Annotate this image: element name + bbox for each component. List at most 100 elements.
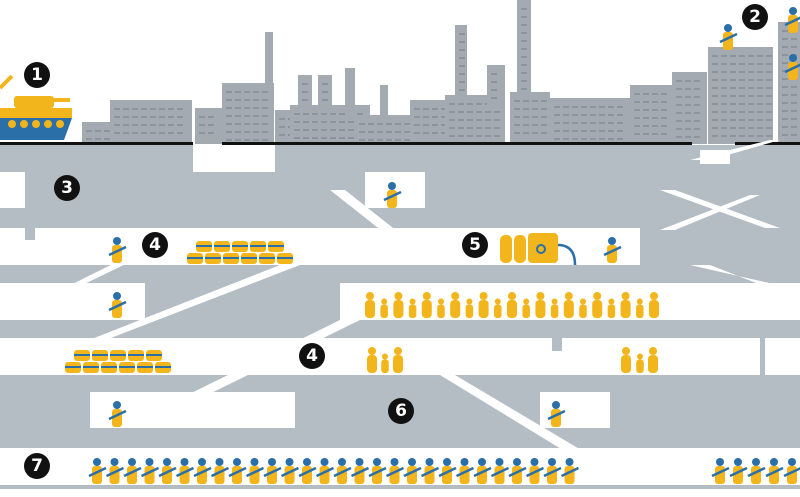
helmet [285, 458, 294, 466]
soldier-icon [455, 458, 475, 484]
tank-icon [0, 74, 72, 140]
head [564, 292, 573, 300]
building-window [782, 118, 788, 120]
ramp [330, 190, 440, 265]
soldier-icon [108, 237, 127, 263]
building-window [634, 109, 640, 111]
building-window [177, 116, 183, 118]
head [523, 298, 530, 305]
head [637, 353, 643, 360]
building-window [494, 135, 500, 137]
building-window [757, 127, 763, 129]
building-window [322, 99, 328, 101]
building-window [581, 138, 587, 140]
rifle [123, 466, 142, 478]
civilian-icon [393, 292, 404, 318]
building-window [441, 116, 447, 118]
building-window [321, 137, 327, 139]
civilian-body [381, 359, 389, 373]
building-window [739, 119, 745, 121]
building-window [339, 129, 345, 131]
building-window [541, 100, 547, 102]
building-window [279, 118, 285, 120]
civilian-body [535, 300, 546, 318]
building-window [661, 93, 667, 95]
building-window [563, 106, 569, 108]
building-window [730, 127, 736, 129]
building-window [514, 124, 520, 126]
building-window [782, 78, 788, 80]
civilian-icon [380, 298, 388, 318]
building-window [617, 138, 623, 140]
soldier-icon [438, 458, 457, 484]
building-window [348, 137, 354, 139]
soldier-icon [473, 458, 492, 484]
generator-dial [536, 244, 546, 254]
building-window [791, 94, 797, 96]
building-window [459, 73, 465, 75]
building-window [748, 71, 754, 73]
building-window [572, 130, 578, 132]
building-window [685, 80, 691, 82]
building-window [730, 55, 736, 57]
building-window [244, 139, 250, 141]
marker-4-upper: 4 [142, 232, 168, 258]
building-window [694, 80, 700, 82]
industrial-skyline [0, 0, 800, 145]
building-window [226, 139, 232, 141]
building-window [694, 96, 700, 98]
generator-fuel-icon [500, 233, 577, 266]
building-window [312, 113, 318, 115]
civilian-icon [393, 347, 403, 373]
building-window [791, 134, 797, 136]
building-window [226, 99, 232, 101]
helmet [233, 458, 241, 466]
building [110, 100, 192, 144]
building-window [459, 57, 465, 59]
building-window [132, 124, 138, 126]
soldier-icon [747, 458, 766, 484]
building-window [730, 119, 736, 121]
building-window [563, 130, 569, 132]
building-window [643, 101, 649, 103]
ammunition-stack-icon [65, 350, 171, 373]
soldier-icon [105, 458, 125, 484]
helmet [250, 458, 259, 466]
building-window [208, 124, 214, 126]
helmet [724, 24, 732, 32]
tank-wheel [8, 120, 16, 128]
building-window [721, 127, 727, 129]
head [438, 298, 444, 305]
building-window [590, 122, 596, 124]
building-window [766, 87, 772, 89]
building-window [563, 138, 569, 140]
rifle [719, 32, 738, 44]
rifle [547, 409, 566, 421]
building-window [572, 138, 578, 140]
building-window [581, 106, 587, 108]
ammo-crate-band [196, 245, 212, 247]
building-window [199, 124, 205, 126]
civilian-body [563, 300, 574, 318]
civilian-icon [592, 292, 603, 318]
civilian-body [408, 304, 417, 318]
generator [528, 233, 558, 263]
building-window [458, 135, 464, 137]
building-window [791, 46, 797, 48]
building-window [599, 122, 605, 124]
support-pillar [552, 338, 562, 351]
support-pillar [25, 228, 35, 240]
building-window [712, 119, 718, 121]
soldier-icon [88, 458, 107, 484]
building-window [563, 114, 569, 116]
building-window [491, 81, 497, 83]
building-window [386, 139, 392, 141]
building-window [739, 87, 745, 89]
building-window [168, 116, 174, 118]
civilian-icon [620, 292, 631, 318]
head [394, 292, 403, 300]
building-window [554, 138, 560, 140]
building-window [748, 87, 754, 89]
ammo-crate-band [223, 257, 239, 259]
soldier-icon [263, 458, 282, 484]
